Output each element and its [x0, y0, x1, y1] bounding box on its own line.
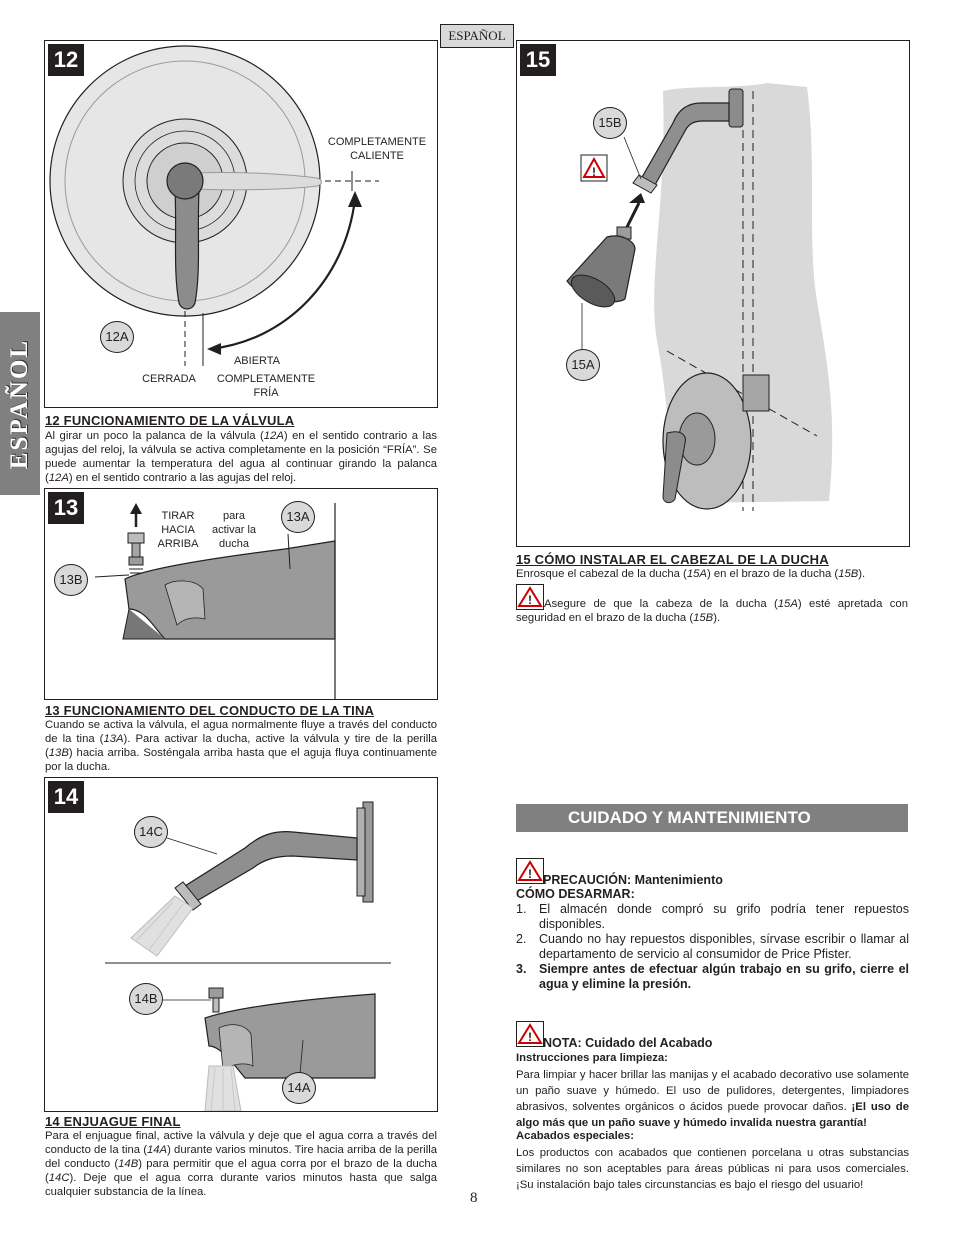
caution-title: PRECAUCIÓN: Mantenimiento	[543, 873, 723, 887]
label-pull-up: TIRAR HACIA ARRIBA	[157, 510, 199, 550]
step-14-title: 14 ENJUAGUE FINAL	[45, 1114, 181, 1129]
label-open: ABIERTA	[233, 355, 281, 367]
step-12-number: 12	[48, 44, 84, 76]
warning-triangle-icon: !	[516, 858, 544, 884]
step-12-text: Al girar un poco la palanca de la válvul…	[45, 430, 438, 484]
special-finishes-title: Acabados especiales:	[516, 1130, 635, 1142]
side-tab-label: ESPAÑOL	[6, 338, 33, 469]
warning-triangle-icon: !	[516, 1021, 544, 1047]
callout-12a: 12A	[100, 321, 134, 353]
language-tag: ESPAÑOL	[440, 24, 514, 48]
callout-15b: 15B	[593, 107, 627, 139]
label-closed: CERRADA	[142, 373, 196, 385]
callout-13b: 13B	[54, 564, 88, 596]
callout-14b: 14B	[129, 983, 163, 1015]
step-15-warning-text: Asegure de que la cabeza de la ducha (15…	[516, 598, 908, 624]
list-item: 3.Siempre antes de efectuar algún trabaj…	[516, 962, 909, 991]
step-15-text: Enrosque el cabezal de la ducha (15A) en…	[516, 568, 866, 580]
label-activate-shower: para activar la ducha	[211, 510, 257, 550]
svg-text:!: !	[528, 1030, 532, 1044]
step-15-number: 15	[520, 44, 556, 76]
step-12-title: 12 FUNCIONAMIENTO DE LA VÁLVULA	[45, 413, 295, 428]
warning-triangle-icon: !	[516, 584, 544, 610]
step-13-text: Cuando se activa la válvula, el agua nor…	[45, 719, 437, 773]
showerhead-install-illustration: !	[566, 83, 833, 511]
step-14-text: Para el enjuague final, active la válvul…	[45, 1130, 437, 1198]
label-full-cold: COMPLETAMENTE FRÍA	[216, 373, 316, 399]
step-15-figure: 15 ! 15B 15A	[516, 40, 910, 547]
step-13-figure: 13 TIRAR HACIA ARRIBA para activar la du…	[44, 488, 438, 700]
cleaning-text: Para limpiar y hacer brillar las manijas…	[516, 1069, 909, 1129]
step-15-title: 15 CÓMO INSTALAR EL CABEZAL DE LA DUCHA	[516, 552, 829, 567]
step-13-number: 13	[48, 492, 84, 524]
step-13-title: 13 FUNCIONAMIENTO DEL CONDUCTO DE LA TIN…	[45, 703, 375, 718]
callout-14c: 14C	[134, 816, 168, 848]
list-item: 1.El almacén donde compró su grifo podrí…	[516, 902, 909, 931]
page-number: 8	[470, 1190, 478, 1206]
callout-15a: 15A	[566, 349, 600, 381]
valve-trim-illustration	[49, 45, 379, 366]
step-12-figure: 12 COMPLETAMENTE CALIENTE ABIERTA CERRAD…	[44, 40, 438, 408]
disassemble-title: CÓMO DESARMAR:	[516, 887, 635, 901]
note-title: NOTA: Cuidado del Acabado	[543, 1036, 713, 1050]
side-language-tab: ESPAÑOL	[0, 312, 40, 495]
tub-spout-illustration	[94, 503, 336, 699]
special-finishes-text: Los productos con acabados que contienen…	[516, 1147, 909, 1191]
care-section-heading: CUIDADO Y MANTENIMIENTO	[516, 804, 908, 832]
label-full-hot: COMPLETAMENTE CALIENTE	[327, 136, 427, 162]
step-14-number: 14	[48, 781, 84, 813]
disassemble-list: 1.El almacén donde compró su grifo podrí…	[516, 902, 909, 992]
svg-text:!: !	[592, 165, 596, 179]
flush-illustration	[105, 801, 391, 1111]
cleaning-title: Instrucciones para limpieza:	[516, 1052, 668, 1064]
callout-13a: 13A	[281, 501, 315, 533]
list-item: 2.Cuando no hay repuestos disponibles, s…	[516, 932, 909, 961]
step-14-figure: 14 14C 14B 14A	[44, 777, 438, 1112]
svg-text:!: !	[528, 593, 532, 607]
svg-text:!: !	[528, 867, 532, 881]
callout-14a: 14A	[282, 1072, 316, 1104]
